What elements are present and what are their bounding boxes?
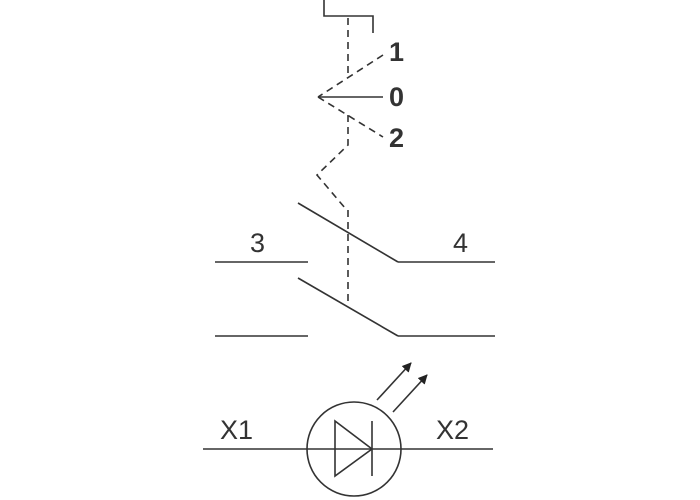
contact-label-4: 4 (453, 228, 468, 258)
diode-triangle-icon (334, 419, 374, 478)
selector-actuator (315, 0, 384, 305)
terminal-label-x2: X2 (436, 415, 469, 445)
light-arrow-icon (376, 362, 412, 401)
position-2-line (317, 96, 384, 138)
light-arrow-icon (392, 374, 428, 413)
led-circle (306, 401, 402, 497)
led-symbol (203, 362, 493, 497)
position-label-1: 1 (389, 37, 404, 67)
position-label-0: 0 (389, 82, 404, 112)
contact-label-3: 3 (250, 228, 265, 258)
actuator-bracket (323, 0, 374, 33)
contact-second-blade (297, 277, 399, 337)
contact-3-4-blade (297, 202, 399, 263)
position-label-2: 2 (389, 123, 404, 153)
contact-second (215, 277, 495, 337)
mechanical-link-zigzag (315, 115, 349, 209)
contact-3-4 (215, 202, 495, 263)
position-1-line (317, 54, 384, 98)
terminal-label-x1: X1 (220, 415, 253, 445)
